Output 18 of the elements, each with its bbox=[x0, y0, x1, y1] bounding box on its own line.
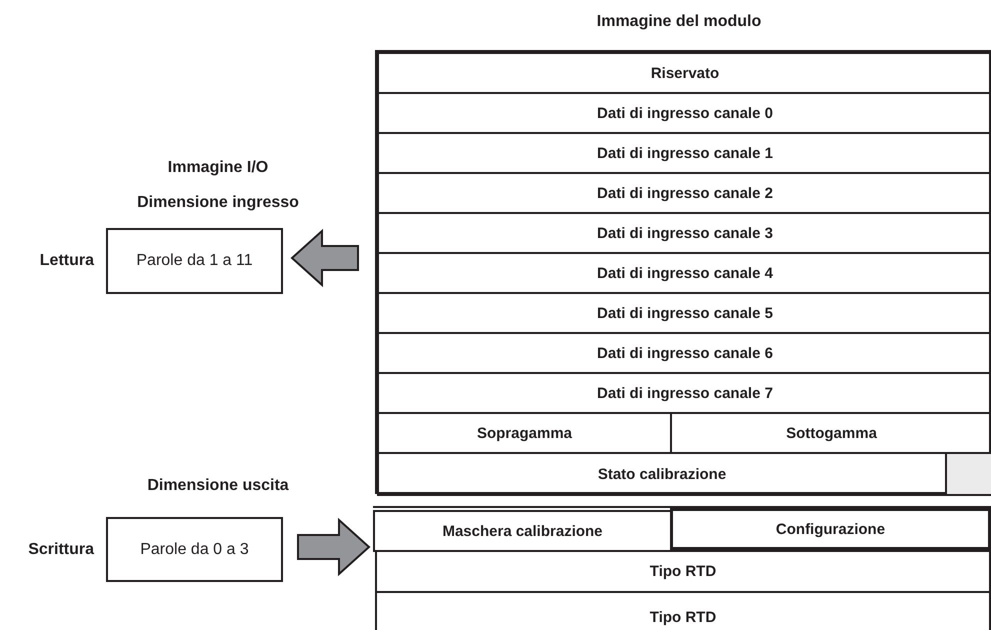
block-arrow bbox=[297, 518, 370, 576]
word-range-text: Parole da 0 a 3 bbox=[140, 540, 249, 558]
word-range-text: Parole da 1 a 11 bbox=[136, 252, 253, 270]
memory-word-cell: Tipo RTD bbox=[375, 550, 991, 593]
access-label: Lettura bbox=[40, 252, 94, 270]
access-label: Scrittura bbox=[28, 540, 94, 558]
memory-word-cell: Maschera calibrazione bbox=[373, 510, 672, 552]
memory-word-cell: Configurazione bbox=[670, 508, 991, 550]
memory-word-cell: Riservato bbox=[377, 52, 991, 94]
section-heading: Dimensione ingresso bbox=[137, 194, 299, 212]
block-arrow bbox=[290, 228, 359, 288]
memory-word-cell: Tipo RTD bbox=[375, 591, 991, 630]
memory-word-cell: Stato calibrazione bbox=[377, 452, 947, 496]
shaded-cell bbox=[945, 452, 991, 496]
section-heading: Dimensione uscita bbox=[147, 477, 289, 495]
section-heading: Immagine I/O bbox=[168, 159, 268, 177]
memory-table bbox=[373, 506, 991, 630]
table-heading: Immagine del modulo bbox=[596, 13, 762, 31]
